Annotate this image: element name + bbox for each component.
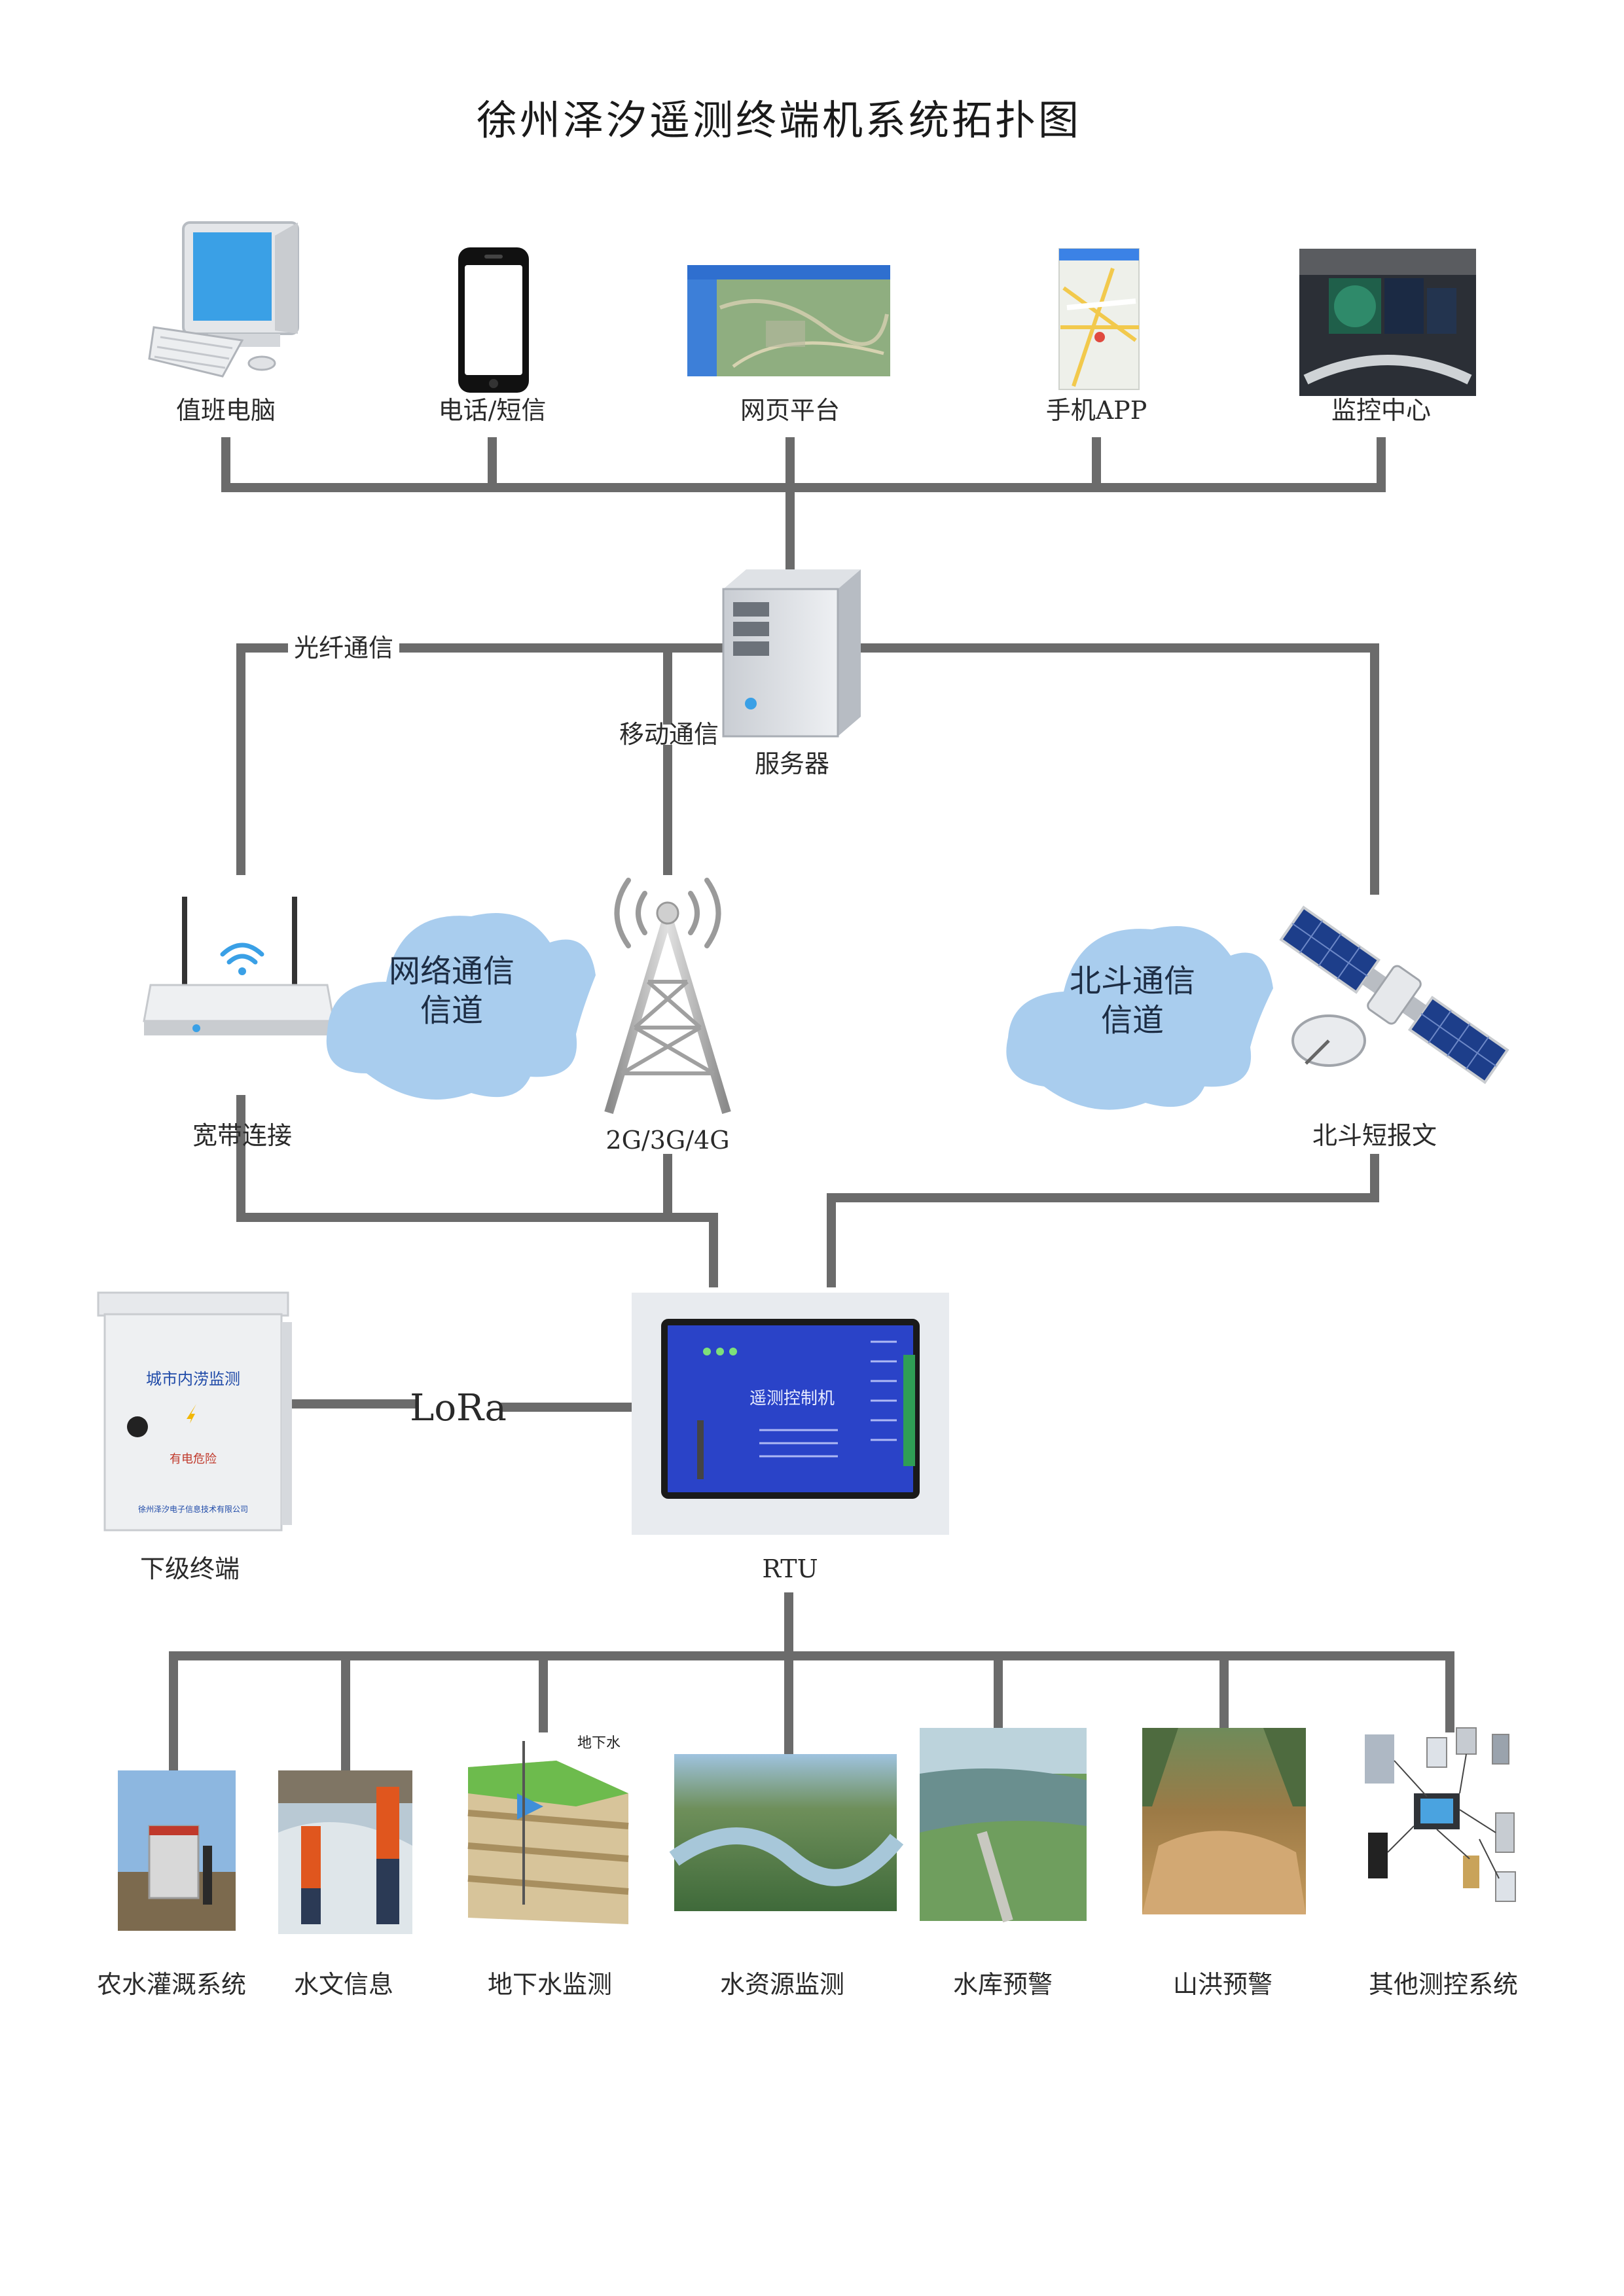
smartphone-icon — [458, 247, 529, 393]
top-device-label-3: 手机APP — [1046, 396, 1147, 425]
sub-terminal-cabinet — [97, 1291, 292, 1532]
application-label-2: 地下水监测 — [488, 1970, 612, 1999]
mobile-channel-label: 移动通信 — [619, 720, 719, 749]
groundwater-diagram — [467, 1741, 629, 1924]
application-label-3: 水资源监测 — [720, 1970, 844, 1999]
beidou-cloud-icon — [1006, 926, 1273, 1110]
diagram-title: 徐州泽汐遥测终端机系统拓扑图 — [477, 96, 1081, 144]
router-icon — [143, 897, 335, 1035]
mobile-app-map-screenshot — [1058, 248, 1140, 390]
application-label-6: 其他测控系统 — [1369, 1970, 1518, 1999]
beidou-cloud-text-1: 北斗通信 — [1070, 963, 1195, 999]
beidou-sms-label: 北斗短报文 — [1312, 1121, 1437, 1150]
rtu-label: RTU — [762, 1554, 818, 1583]
groundwater-caption: 地下水 — [577, 1735, 621, 1751]
sub-terminal-label: 下级终端 — [140, 1554, 240, 1583]
network-cloud-text-1: 网络通信 — [389, 953, 514, 990]
broadband-label: 宽带连接 — [192, 1121, 292, 1150]
top-device-label-4: 监控中心 — [1331, 396, 1431, 425]
network-cloud-text-2: 信道 — [420, 992, 483, 1029]
river-aerial-photo — [669, 1754, 904, 1911]
reservoir-photo — [920, 1728, 1087, 1923]
cabinet-title: 城市内涝监测 — [146, 1370, 240, 1388]
rtu-device — [632, 1293, 949, 1535]
desktop-computer-icon — [148, 221, 299, 378]
server-label: 服务器 — [755, 749, 829, 778]
cabinet-warning: 有电危险 — [170, 1452, 217, 1466]
web-platform-screenshot — [687, 265, 890, 376]
lora-label: LoRa — [410, 1387, 507, 1429]
top-device-label-0: 值班电脑 — [176, 396, 276, 425]
monitoring-center-photo — [1299, 249, 1476, 396]
cell-tower-icon — [604, 878, 731, 1115]
flood-photo — [1142, 1728, 1306, 1914]
hydrology-photo — [278, 1770, 412, 1934]
fiber-channel-label: 光纤通信 — [294, 634, 393, 662]
application-label-0: 农水灌溉系统 — [97, 1970, 246, 1999]
system-devices-diagram — [1365, 1727, 1516, 1902]
top-device-label-2: 网页平台 — [740, 396, 840, 425]
satellite-icon — [1279, 905, 1509, 1085]
cabinet-company: 徐州泽汐电子信息技术有限公司 — [138, 1504, 248, 1514]
cellular-label: 2G/3G/4G — [605, 1126, 729, 1155]
beidou-cloud-text-2: 信道 — [1101, 1002, 1164, 1039]
rtu-panel-title: 遥测控制机 — [749, 1389, 835, 1408]
irrigation-photo — [118, 1770, 236, 1931]
network-cloud-icon — [326, 913, 596, 1100]
application-label-5: 山洪预警 — [1173, 1970, 1272, 1999]
application-label-4: 水库预警 — [953, 1970, 1053, 1999]
application-label-1: 水文信息 — [294, 1970, 393, 1999]
top-device-label-1: 电话/短信 — [439, 396, 547, 425]
connection-lines — [169, 437, 1454, 1772]
server-tower-icon — [722, 569, 861, 738]
